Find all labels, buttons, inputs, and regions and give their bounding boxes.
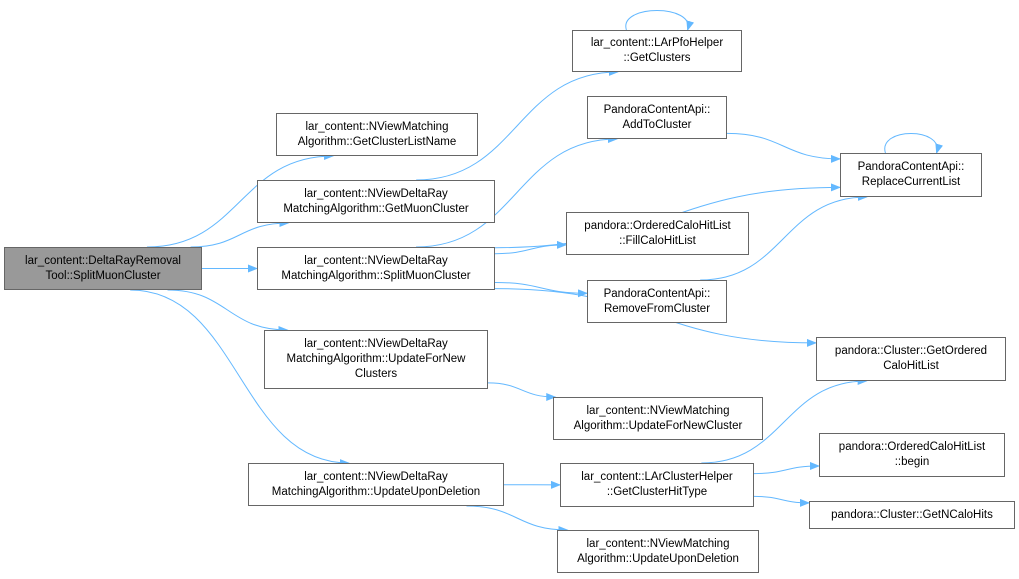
node-label-line: RemoveFromCluster — [603, 302, 711, 315]
node-get-muon-cluster[interactable]: lar_content::NViewDeltaRay MatchingAlgor… — [257, 180, 495, 223]
edge-n_gcht-to-n_goch — [701, 377, 868, 464]
edge-n_smc-to-n_fch — [494, 240, 567, 255]
node-label-line: lar_content::NViewMatching — [305, 120, 449, 133]
edge-n_uud-to-n_nmud — [466, 505, 569, 534]
node-label-line: lar_content::LArPfoHelper — [590, 37, 724, 49]
node-label-line: MatchingAlgorithm::GetMuonCluster — [283, 202, 469, 215]
node-label-line: pandora::Cluster::GetOrdered — [834, 345, 988, 357]
node-label-line: CaloHitList — [883, 360, 939, 372]
node-label-line: ::begin — [894, 456, 930, 468]
node-label-line: lar_content::NViewMatching — [586, 404, 730, 417]
node-update-for-new-cluster[interactable]: lar_content::NViewMatching Algorithm::Up… — [553, 397, 763, 440]
node-label-line: MatchingAlgorithm::UpdateUponDeletion — [271, 485, 481, 498]
edge-root-to-n_gmc — [190, 219, 290, 248]
node-label-line: Clusters — [354, 368, 398, 380]
node-remove-from-cluster[interactable]: PandoraContentApi:: RemoveFromCluster — [587, 280, 727, 323]
node-add-to-cluster[interactable]: PandoraContentApi:: AddToCluster — [587, 96, 727, 139]
edge-n_rfc-to-n_rcl — [700, 193, 868, 281]
edge-n_rcl-to-n_rcl — [884, 133, 944, 154]
node-replace-current-list[interactable]: PandoraContentApi:: ReplaceCurrentList — [840, 153, 982, 197]
node-label-line: PandoraContentApi:: — [603, 103, 711, 116]
edge-n_pfo-to-n_pfo — [625, 10, 695, 31]
node-get-cluster-hit-type[interactable]: lar_content::LArClusterHelper ::GetClust… — [560, 463, 754, 507]
node-label-line: MatchingAlgorithm::UpdateForNew — [286, 353, 466, 365]
edge-n_atc-to-n_rcl — [726, 132, 841, 163]
node-matching-update-upon-deletion[interactable]: lar_content::NViewMatching Algorithm::Up… — [557, 530, 759, 573]
node-label-line: lar_content::DeltaRayRemoval — [25, 254, 181, 267]
node-label-line: lar_content::NViewMatching — [586, 537, 730, 550]
node-label-line: ::GetClusters — [623, 52, 691, 64]
edge-root-to-n_uud — [130, 289, 350, 467]
node-label-line: pandora::OrderedCaloHitList — [584, 219, 731, 232]
node-update-upon-deletion[interactable]: lar_content::NViewDeltaRay MatchingAlgor… — [248, 463, 504, 506]
node-label-line: pandora::OrderedCaloHitList — [838, 441, 986, 453]
node-label-line: ::FillCaloHitList — [619, 234, 696, 247]
node-get-cluster-list-name[interactable]: lar_content::NViewMatching Algorithm::Ge… — [276, 113, 478, 156]
node-label-line: pandora::Cluster::GetNCaloHits — [831, 508, 993, 521]
edge-n_gmc-to-n_pfo — [416, 68, 619, 181]
edge-n_smc-to-n_rfc — [494, 281, 588, 298]
edge-root-to-n_gcln — [146, 152, 335, 248]
node-label-line: PandoraContentApi:: — [857, 161, 965, 173]
node-get-ordered-calo-hit-list[interactable]: pandora::Cluster::GetOrdered CaloHitList — [816, 337, 1006, 381]
node-fill-calo-hit-list[interactable]: pandora::OrderedCaloHitList ::FillCaloHi… — [566, 212, 749, 255]
node-label-line: Tool::SplitMuonCluster — [45, 269, 161, 282]
node-label-line: lar_content::NViewDeltaRay — [304, 187, 448, 200]
node-label-line: Algorithm::UpdateForNewCluster — [573, 419, 743, 432]
node-label-line: PandoraContentApi:: — [603, 287, 711, 300]
edge-root-to-n_ufnc — [167, 289, 289, 334]
node-label-line: lar_content::NViewDeltaRay — [304, 338, 448, 350]
edge-n_gcht-to-n_gnch — [753, 495, 810, 507]
node-label-line: AddToCluster — [622, 118, 692, 131]
node-split-muon-cluster[interactable]: lar_content::NViewDeltaRay MatchingAlgor… — [257, 247, 495, 290]
node-update-for-new-clusters[interactable]: lar_content::NViewDeltaRay MatchingAlgor… — [264, 330, 488, 389]
node-root-split-muon-cluster: lar_content::DeltaRayRemoval Tool::Split… — [4, 247, 202, 290]
node-label-line: MatchingAlgorithm::SplitMuonCluster — [281, 269, 471, 282]
node-label-line: lar_content::NViewDeltaRay — [304, 254, 448, 267]
edge-n_smc-to-n_atc — [416, 135, 618, 248]
edge-n_ufnc-to-n_nmfc — [487, 382, 557, 401]
edge-n_gcht-to-n_beg — [753, 461, 820, 475]
node-ordered-calo-hit-list-begin[interactable]: pandora::OrderedCaloHitList ::begin — [819, 433, 1005, 477]
node-get-n-calo-hits[interactable]: pandora::Cluster::GetNCaloHits — [809, 501, 1015, 529]
node-label-line: lar_content::NViewDeltaRay — [304, 470, 448, 483]
node-label-line: ::GetClusterHitType — [606, 486, 708, 498]
node-label-line: Algorithm::UpdateUponDeletion — [577, 552, 739, 565]
node-label-line: Algorithm::GetClusterListName — [297, 135, 457, 148]
node-label-line: lar_content::LArClusterHelper — [581, 471, 733, 483]
node-pfo-helper-get-clusters[interactable]: lar_content::LArPfoHelper ::GetClusters — [572, 30, 742, 72]
node-label-line: ReplaceCurrentList — [861, 176, 961, 188]
